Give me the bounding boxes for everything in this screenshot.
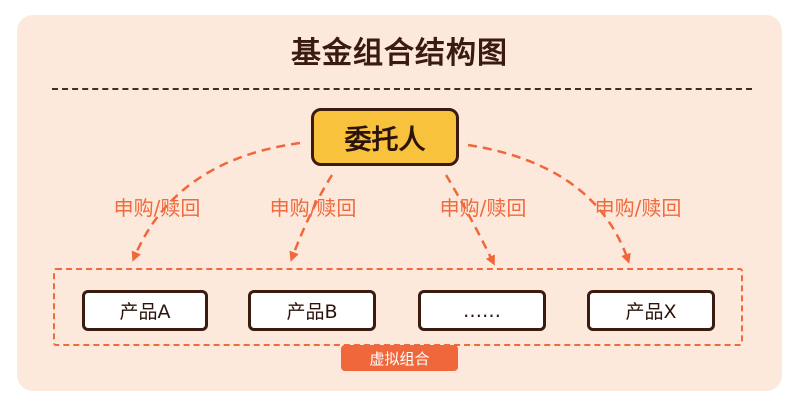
root-node-principal: 委托人	[311, 108, 459, 166]
arrow-to-product-etc	[444, 174, 495, 266]
title-divider	[52, 88, 752, 90]
edge-label-product-a: 申购/赎回	[113, 196, 201, 220]
edge-label-product-b: 申购/赎回	[269, 196, 357, 220]
arrow-to-product-a	[131, 141, 301, 262]
edge-label-product-etc: 申购/赎回	[439, 196, 527, 220]
product-node-a: 产品A	[82, 290, 208, 331]
product-node-b: 产品B	[248, 290, 376, 331]
arrow-to-product-b	[289, 174, 334, 262]
product-node-x: 产品X	[587, 290, 715, 331]
edge-label-product-x: 申购/赎回	[594, 196, 682, 220]
diagram-title: 基金组合结构图	[291, 36, 508, 71]
product-node-etc: ……	[418, 290, 546, 331]
arrow-to-product-x	[467, 143, 631, 264]
virtual-portfolio-label: 虚拟组合	[341, 345, 458, 371]
